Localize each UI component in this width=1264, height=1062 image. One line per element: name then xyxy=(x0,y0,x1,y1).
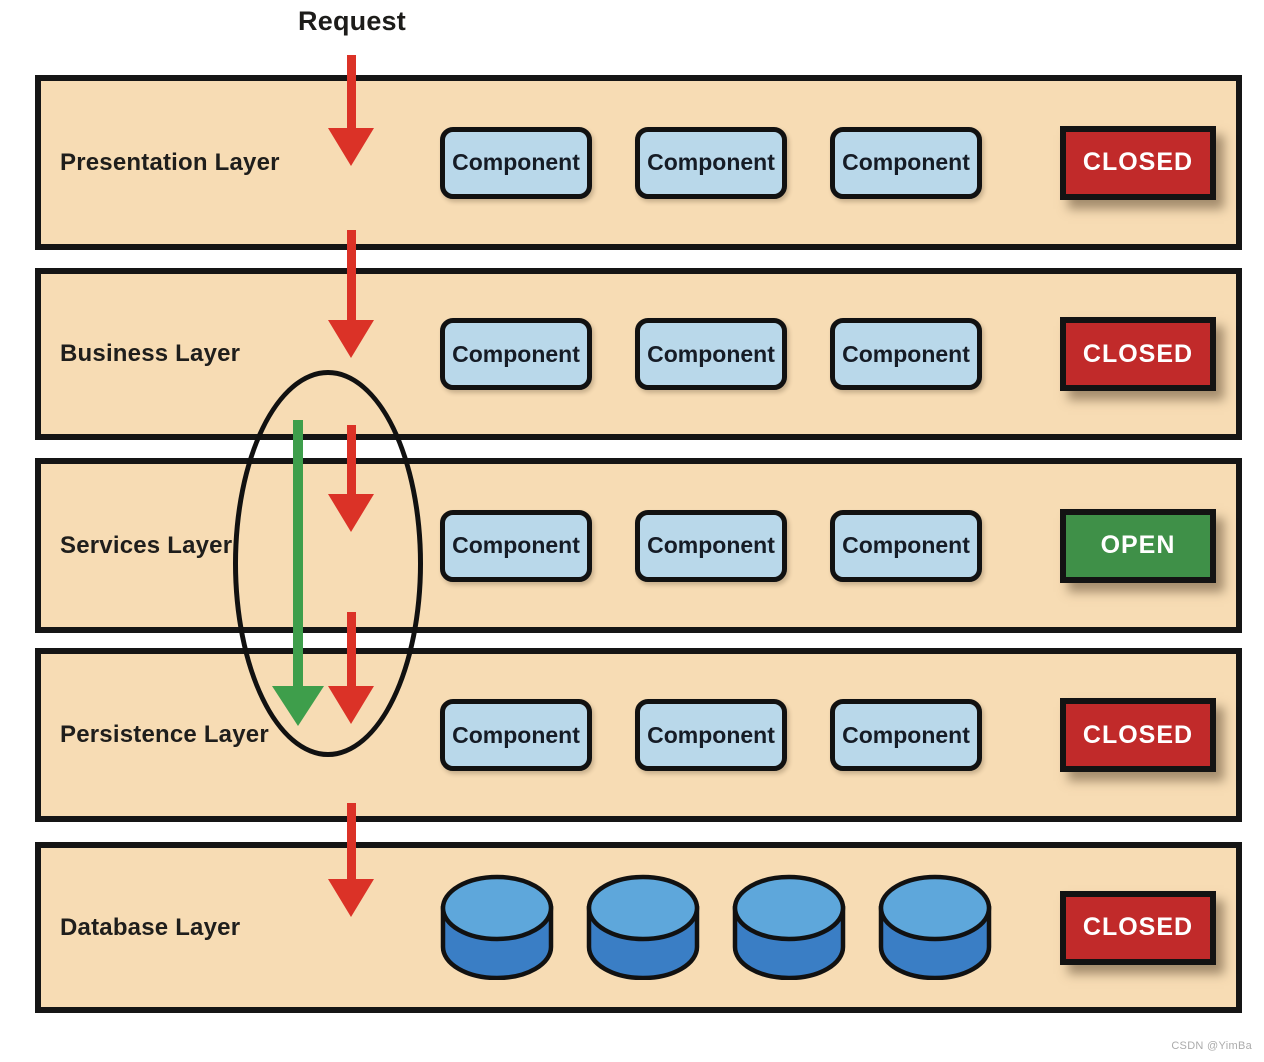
watermark: CSDN @YimBa xyxy=(1171,1040,1252,1052)
request-arrow-stem xyxy=(347,803,356,880)
component-box: Component xyxy=(635,509,787,582)
component-box: Component xyxy=(830,509,982,582)
component-box: Component xyxy=(830,126,982,199)
request-arrowhead xyxy=(328,879,374,917)
request-arrow-stem xyxy=(347,425,356,495)
request-arrow-stem xyxy=(347,55,356,130)
status-badge: CLOSED xyxy=(1060,125,1216,200)
component-box: Component xyxy=(440,318,592,390)
request-arrowhead xyxy=(328,494,374,532)
status-badge: CLOSED xyxy=(1060,890,1216,965)
layer-label: Services Layer xyxy=(60,531,233,559)
request-arrowhead xyxy=(328,320,374,358)
layer-services: Services Layer Component Component Compo… xyxy=(35,458,1242,633)
layer-label: Persistence Layer xyxy=(60,721,269,748)
request-arrowhead xyxy=(328,128,374,166)
request-arrow-stem xyxy=(347,612,356,687)
component-box: Component xyxy=(635,699,787,771)
database-cylinder-icon xyxy=(875,874,995,981)
layer-label: Business Layer xyxy=(60,340,241,367)
layer-presentation: Presentation Layer Component Component C… xyxy=(35,75,1242,250)
layer-database: Database Layer CLOSED xyxy=(35,842,1242,1013)
database-cylinder-icon xyxy=(583,874,703,981)
component-box: Component xyxy=(635,126,787,199)
database-cylinder-icon xyxy=(729,874,849,981)
bypass-ellipse-annotation xyxy=(233,370,423,757)
component-box: Component xyxy=(830,699,982,771)
status-badge: OPEN xyxy=(1060,508,1216,583)
status-badge: CLOSED xyxy=(1060,317,1216,391)
component-box: Component xyxy=(440,126,592,199)
bypass-arrow-stem xyxy=(293,420,303,687)
database-cylinder-icon xyxy=(437,874,557,981)
bypass-arrowhead xyxy=(272,686,324,726)
request-arrowhead xyxy=(328,686,374,724)
component-box: Component xyxy=(635,318,787,390)
component-box: Component xyxy=(440,509,592,582)
layer-label: Presentation Layer xyxy=(60,148,280,176)
layer-label: Database Layer xyxy=(60,913,241,941)
request-label: Request xyxy=(298,6,406,36)
status-badge: CLOSED xyxy=(1060,698,1216,772)
request-arrow-stem xyxy=(347,230,356,321)
component-box: Component xyxy=(440,699,592,771)
component-box: Component xyxy=(830,318,982,390)
layer-persistence: Persistence Layer Component Component Co… xyxy=(35,648,1242,822)
layer-business: Business Layer Component Component Compo… xyxy=(35,268,1242,440)
